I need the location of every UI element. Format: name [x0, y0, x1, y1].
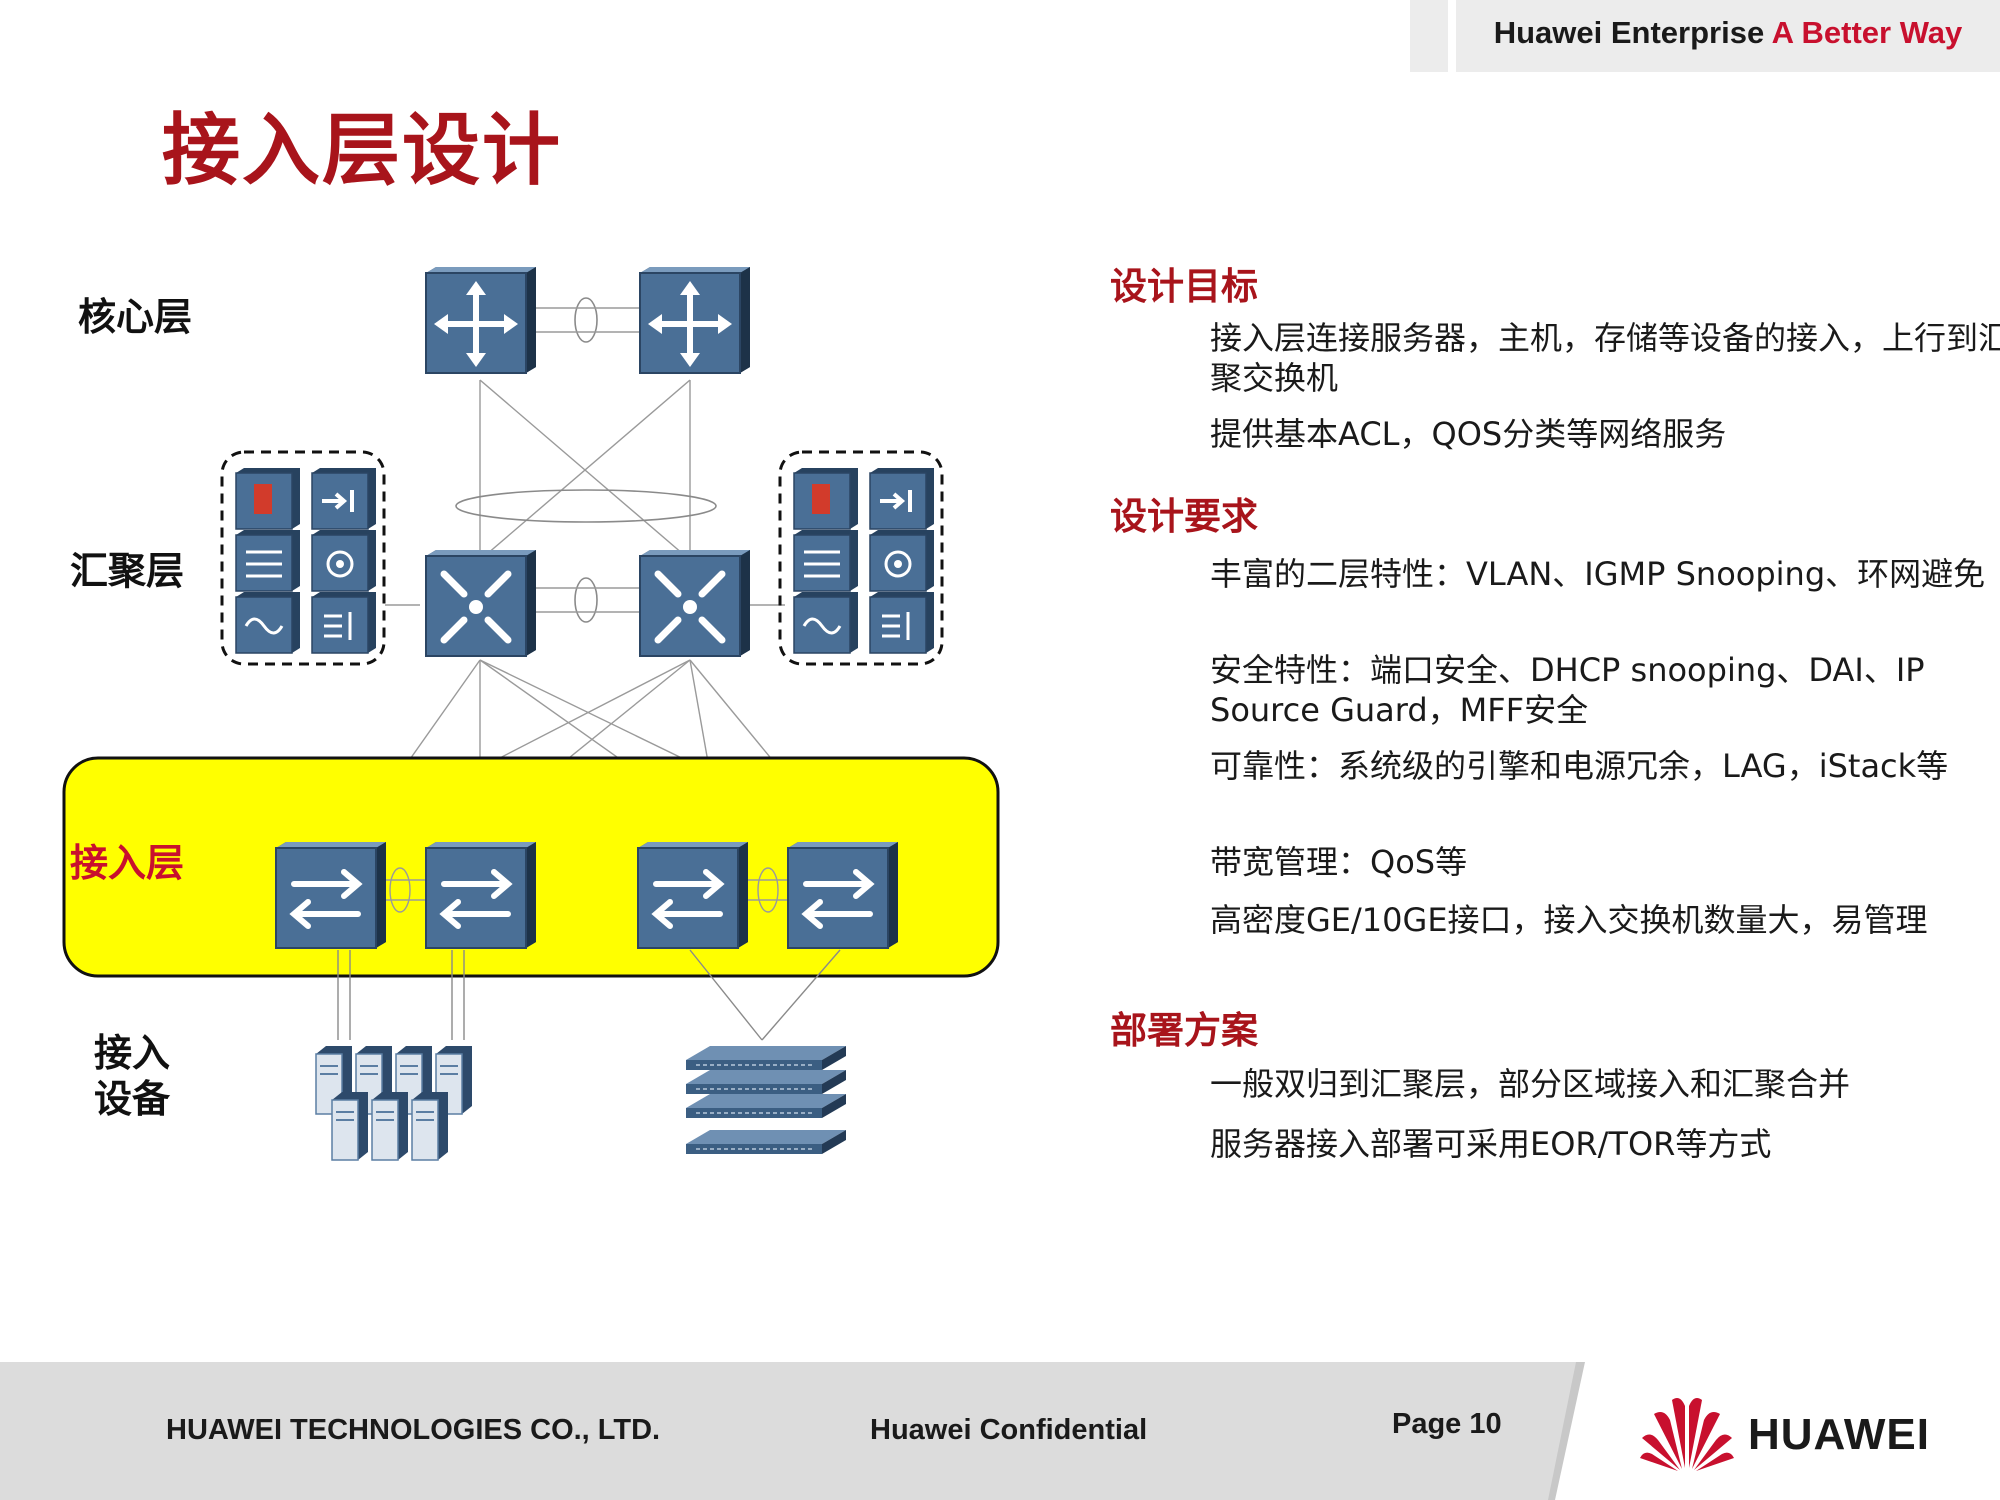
- aggregation-switch-icon: [440, 570, 512, 644]
- tower-server-icon: [315, 1045, 473, 1161]
- access-switch-3: [637, 841, 749, 949]
- page-number: Page 10: [1392, 1408, 1502, 1440]
- network-diagram: 核心层 汇聚层 接入层 接入 设备: [0, 240, 1040, 1170]
- firewall-icon: [235, 467, 301, 530]
- bullet-deploy-1: 一般双归到汇聚层，部分区域接入和汇聚合并: [1210, 1065, 1851, 1103]
- bullet-req-4: 带宽管理：QoS等: [1210, 843, 1468, 881]
- core-router-icon: [648, 281, 732, 367]
- header-accent-bar: [1410, 0, 1448, 72]
- rack-server-icon: [685, 1045, 847, 1155]
- security-icon: [869, 529, 935, 592]
- access-switch-2: [425, 841, 537, 949]
- core-router-right: [639, 266, 751, 374]
- service-modules-right: [793, 467, 935, 654]
- bullet-req-1: 丰富的二层特性：VLAN、IGMP Snooping、环网避免: [1210, 555, 1986, 593]
- brand-name: HUAWEI: [1748, 1410, 1930, 1459]
- ips-icon: [793, 529, 859, 592]
- bullet-goal-1: 接入层连接服务器，主机，存储等设备的接入，上行到汇聚交换机: [1210, 319, 2000, 397]
- access-switch-4: [787, 841, 899, 949]
- access-switch-icon: [801, 869, 875, 929]
- wan-optimizer-icon: [793, 591, 859, 654]
- bullet-req-3: 可靠性：系统级的引擎和电源冗余，LAG，iStack等: [1210, 747, 1949, 785]
- monitor-icon: [311, 591, 377, 654]
- bullet-req-5: 高密度GE/10GE接口，接入交换机数量大，易管理: [1210, 901, 1928, 939]
- access-switch-icon: [289, 869, 363, 929]
- access-switch-icon: [439, 869, 513, 929]
- network-diagram-svg: [62, 266, 1000, 1161]
- ips-icon: [235, 529, 301, 592]
- label-core-layer: 核心层: [78, 295, 193, 339]
- firewall-icon: [793, 467, 859, 530]
- device-links: [337, 949, 841, 1041]
- label-access-layer: 接入层: [70, 841, 185, 885]
- label-access-devices-line1: 接入: [94, 1031, 171, 1075]
- aggregation-switch-left: [425, 549, 537, 657]
- footer-company: HUAWEI TECHNOLOGIES CO., LTD.: [166, 1414, 661, 1446]
- section-title-requirements: 设计要求: [1110, 495, 1258, 538]
- text-panel: 设计目标 接入层连接服务器，主机，存储等设备的接入，上行到汇聚交换机 提供基本A…: [1100, 248, 2000, 1188]
- section-title-goals: 设计目标: [1110, 265, 1258, 308]
- bullet-goal-2: 提供基本ACL，QOS分类等网络服务: [1210, 415, 1727, 453]
- label-access-devices-line2: 设备: [94, 1077, 171, 1121]
- huawei-logo-icon: [1640, 1392, 1734, 1472]
- access-switch-1: [275, 841, 387, 949]
- lag-ellipses: [319, 297, 845, 822]
- label-aggregation-layer: 汇聚层: [70, 549, 185, 593]
- header-tagline-black: Huawei Enterprise: [1493, 15, 1765, 50]
- section-title-deployment: 部署方案: [1110, 1009, 1258, 1052]
- aggregation-switch-icon: [654, 570, 726, 644]
- load-balancer-icon: [869, 467, 935, 530]
- load-balancer-icon: [311, 467, 377, 530]
- access-ellipses: [380, 867, 790, 913]
- service-group-right: [778, 450, 944, 666]
- bullet-req-2: 安全特性：端口安全、DHCP snooping、DAI、IP Source Gu…: [1210, 651, 1925, 729]
- core-router-icon: [434, 281, 518, 367]
- bullet-deploy-2: 服务器接入部署可采用EOR/TOR等方式: [1210, 1125, 1772, 1163]
- wan-optimizer-icon: [235, 591, 301, 654]
- footer-logo-area: [1555, 1362, 2000, 1500]
- monitor-icon: [869, 591, 935, 654]
- page-title: 接入层设计: [162, 106, 563, 196]
- header-tagline: Huawei Enterprise A Better Way: [1456, 0, 2000, 72]
- service-group-left: [220, 450, 386, 666]
- footer-confidential: Huawei Confidential: [870, 1414, 1148, 1446]
- access-switch-icon: [651, 869, 725, 929]
- aggregation-switch-right: [639, 549, 751, 657]
- header-tagline-red: A Better Way: [1771, 15, 1963, 50]
- inter-links: [535, 307, 640, 613]
- security-icon: [311, 529, 377, 592]
- core-router-left: [425, 266, 537, 374]
- service-modules-left: [235, 467, 377, 654]
